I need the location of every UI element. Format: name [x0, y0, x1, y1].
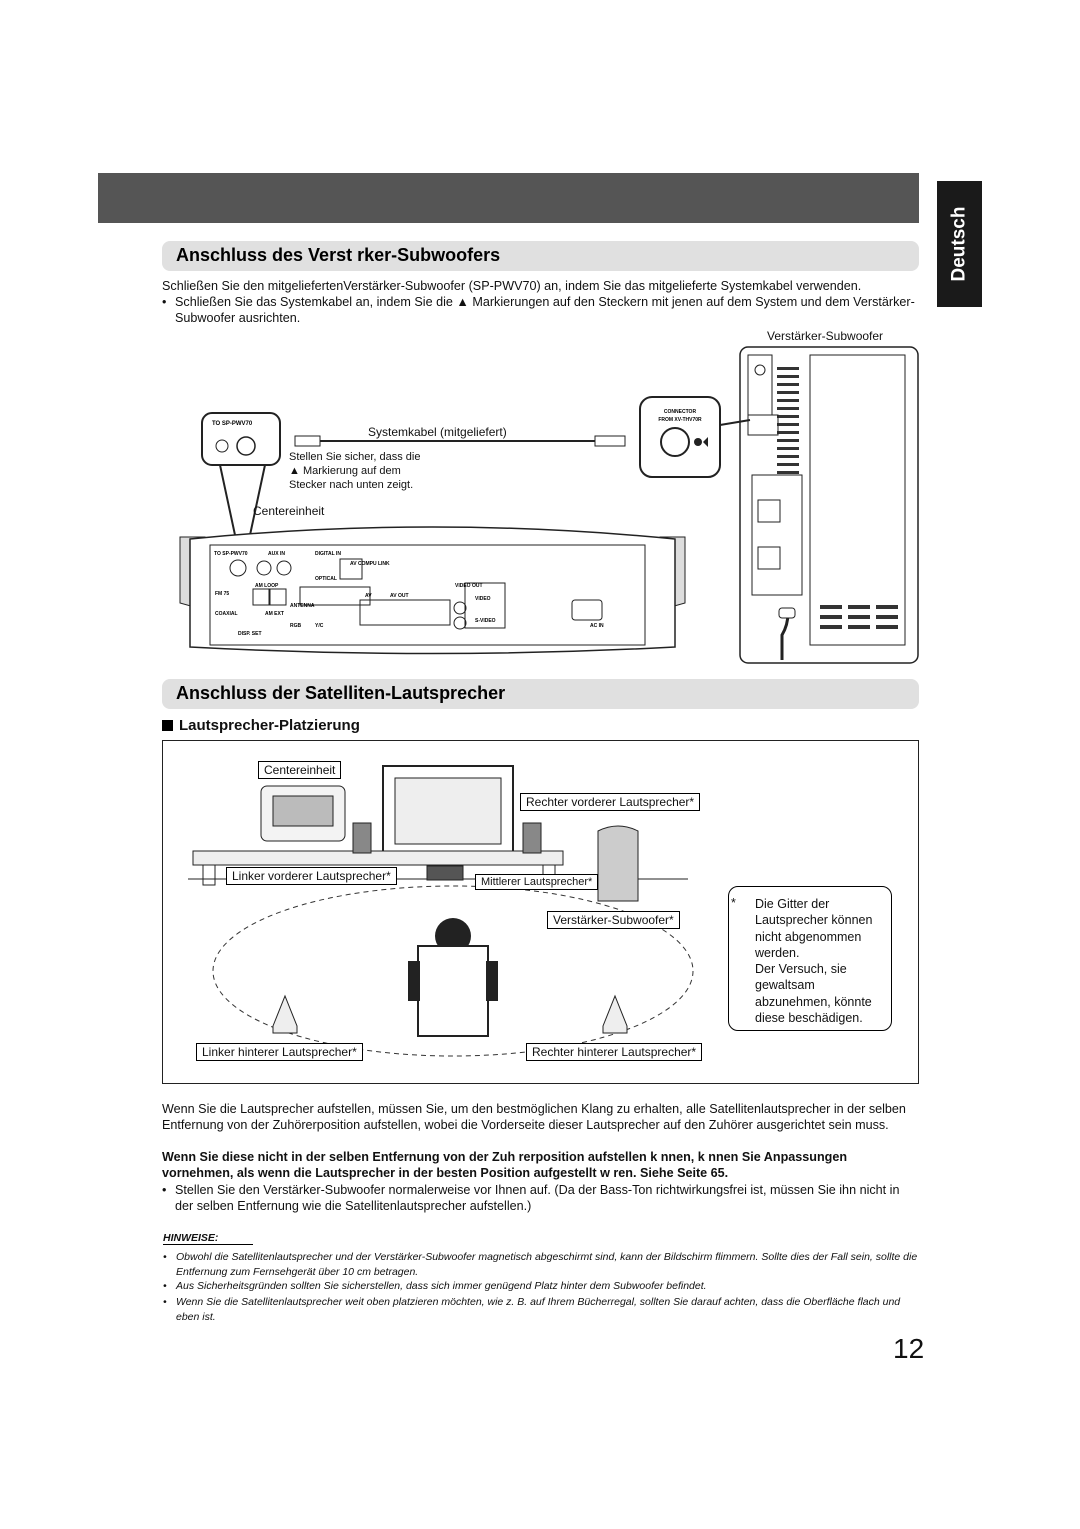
header-bar	[98, 173, 919, 223]
placement-subtitle: Lautsprecher-Platzierung	[162, 717, 360, 734]
label-center-unit: Centereinheit	[258, 761, 342, 779]
svg-text:DISP. SET: DISP. SET	[238, 631, 262, 637]
bullet-text: • Schließen Sie das Systemkabel an, inde…	[162, 295, 915, 325]
note-item: •Wenn Sie die Satellitenlautsprecher wei…	[163, 1296, 901, 1323]
intro-text: Schließen Sie den mitgeliefertenVerstärk…	[162, 279, 862, 293]
svg-text:OPTICAL: OPTICAL	[315, 576, 337, 582]
label-front-left: Linker vorderer Lautsprecher*	[226, 867, 397, 885]
notes-heading: HINWEISE:	[163, 1232, 253, 1245]
cable-instruction: Stellen Sie sicher, dass die ▲ Markierun…	[289, 451, 421, 491]
svg-text:CONNECTOR: CONNECTOR	[664, 409, 697, 415]
svg-text:AM LOOP: AM LOOP	[255, 583, 279, 589]
footnote-box: * Die Gitter der Lautsprecher können nic…	[728, 886, 892, 1031]
svg-text:VIDEO: VIDEO	[475, 596, 491, 602]
subwoofer-bullet: • Stellen Sie den Verstärker-Subwoofer n…	[162, 1183, 900, 1213]
svg-text:VIDEO OUT: VIDEO OUT	[455, 583, 483, 589]
svg-text:COAXIAL: COAXIAL	[215, 611, 238, 617]
placement-diagram	[188, 765, 694, 1057]
language-tab: Deutsch	[937, 181, 982, 307]
svg-text:AM EXT: AM EXT	[265, 611, 284, 617]
label-front-right: Rechter vorderer Lautsprecher*	[520, 793, 701, 811]
listener-chair	[417, 945, 489, 1037]
label-subwoofer: Verstärker-Subwoofer*	[547, 911, 680, 929]
svg-text:Y/C: Y/C	[315, 623, 324, 629]
svg-text:TO SP-PWV70: TO SP-PWV70	[212, 421, 253, 427]
svg-text:AV COMPU LINK: AV COMPU LINK	[350, 561, 390, 567]
svg-text:S-VIDEO: S-VIDEO	[475, 618, 496, 624]
svg-text:TO SP-PWV70: TO SP-PWV70	[214, 551, 248, 557]
subwoofer-drawing	[597, 825, 639, 902]
svg-text:AC IN: AC IN	[590, 623, 604, 629]
svg-text:FROM XV-THV70R: FROM XV-THV70R	[658, 417, 702, 423]
cable-label: Systemkabel (mitgeliefert)	[368, 425, 507, 439]
svg-text:ANTENNA: ANTENNA	[290, 603, 315, 609]
label-center-speaker: Mittlerer Lautsprecher*	[475, 874, 599, 890]
svg-text:AV OUT: AV OUT	[390, 593, 409, 599]
section-title-subwoofer: Anschluss des Verst rker-Subwoofers	[162, 241, 919, 271]
note-item: •Obwohl die Satellitenlautsprecher und d…	[163, 1251, 918, 1278]
placement-bold-paragraph: Wenn Sie diese nicht in der selben Entfe…	[162, 1150, 848, 1180]
svg-text:AV: AV	[365, 593, 372, 599]
section-title-satellites: Anschluss der Satelliten-Lautsprecher	[162, 679, 919, 709]
center-unit-label: Centereinheit	[253, 504, 325, 518]
note-item: •Aus Sicherheitsgründen sollten Sie sich…	[163, 1280, 707, 1292]
placement-paragraph: Wenn Sie die Lautsprecher aufstellen, mü…	[162, 1102, 906, 1132]
svg-text:RGB: RGB	[290, 623, 302, 629]
page-number: 12	[893, 1333, 925, 1364]
svg-text:FM 75: FM 75	[215, 591, 229, 597]
label-rear-right: Rechter hinterer Lautsprecher*	[526, 1043, 703, 1061]
svg-text:AUX IN: AUX IN	[268, 551, 285, 557]
subwoofer-connection-diagram: CONNECTOR FROM XV-THV70R TO SP-PWV70 TO …	[179, 346, 919, 664]
svg-text:DIGITAL IN: DIGITAL IN	[315, 551, 341, 557]
subwoofer-label: Verstärker-Subwoofer	[767, 329, 884, 343]
label-rear-left: Linker hinterer Lautsprecher*	[196, 1043, 363, 1061]
